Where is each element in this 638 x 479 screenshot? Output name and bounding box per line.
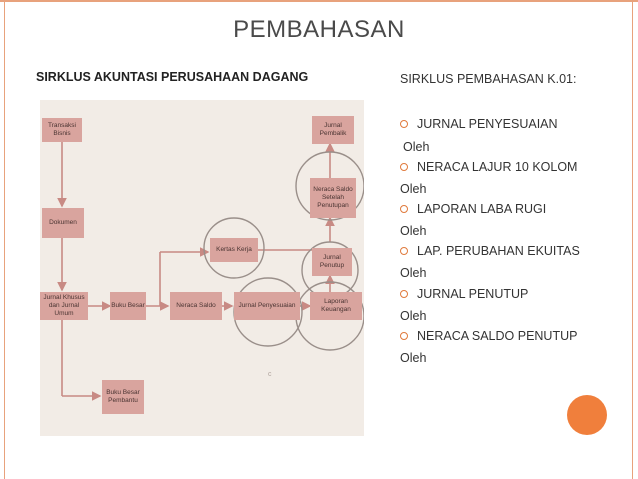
orange-circle-decoration <box>567 395 607 435</box>
node-buku-besar-pembantu: Buku Besar Pembantu <box>102 380 144 414</box>
list-item-1: JURNAL PENYESUAIAN <box>400 117 558 131</box>
list-item-6: NERACA SALDO PENUTUP <box>400 329 577 343</box>
node-buku-besar: Buku Besar <box>110 292 146 320</box>
list-item-2: NERACA LAJUR 10 KOLOM <box>400 160 577 174</box>
item-label: JURNAL PENYESUAIAN <box>417 117 558 131</box>
bullet-icon <box>400 204 408 213</box>
right-heading: SIRKLUS PEMBAHASAN K.01: <box>400 72 577 86</box>
node-laporan-keuangan: Laporan Keuangan <box>310 292 362 320</box>
node-jurnal-penutup: Jurnal Penutup <box>312 248 352 276</box>
list-item-3-by: Oleh <box>400 224 427 238</box>
item-label: NERACA SALDO PENUTUP <box>417 329 578 343</box>
item-label: NERACA LAJUR 10 KOLOM <box>417 160 578 174</box>
list-item-5: JURNAL PENUTUP <box>400 287 528 301</box>
list-item-4: LAP. PERUBAHAN EKUITAS <box>400 244 580 258</box>
list-item-4-by: Oleh <box>400 266 427 280</box>
slide-title: PEMBAHASAN <box>233 16 405 43</box>
list-item-6-by: Oleh <box>400 351 427 365</box>
top-rule <box>0 0 638 2</box>
node-jurnal-khusus: Jurnal Khusus dan Jurnal Umum <box>40 292 88 320</box>
list-item-3: LAPORAN LABA RUGI <box>400 202 546 216</box>
circle-kertas-kerja <box>203 217 265 279</box>
item-label: LAP. PERUBAHAN EKUITAS <box>417 244 580 258</box>
node-transaksi: Transaksi Bisnis <box>42 118 82 142</box>
bullet-icon <box>400 331 408 340</box>
bullet-icon <box>400 246 408 255</box>
list-item-2-by: Oleh <box>400 182 427 196</box>
list-item-1-by: Oleh <box>403 140 430 154</box>
diagram-subtitle: SIRKLUS AKUNTASI PERUSAHAAN DAGANG <box>36 70 309 84</box>
stray-mark: c <box>268 371 272 378</box>
accounting-cycle-diagram: c Transaksi Bisnis Dokumen Jurnal Khusus… <box>40 100 364 436</box>
right-margin-rule <box>632 0 633 479</box>
circle-neraca-setelah <box>295 151 364 221</box>
item-label: JURNAL PENUTUP <box>417 287 529 301</box>
node-dokumen: Dokumen <box>42 208 84 238</box>
node-jurnal-penyesuaian: Jurnal Penyesuaian <box>234 292 300 320</box>
node-jurnal-pembalik: Jurnal Pembalik <box>312 116 354 144</box>
bullet-icon <box>400 162 408 171</box>
item-label: LAPORAN LABA RUGI <box>417 202 547 216</box>
bullet-icon <box>400 289 408 298</box>
left-margin-rule <box>4 0 5 479</box>
list-item-5-by: Oleh <box>400 309 427 323</box>
bullet-icon <box>400 119 408 128</box>
node-neraca-setelah: Neraca Saldo Setelah Penutupan <box>310 178 356 218</box>
node-neraca-saldo: Neraca Saldo <box>170 292 222 320</box>
node-kertas-kerja: Kertas Kerja <box>210 238 258 262</box>
